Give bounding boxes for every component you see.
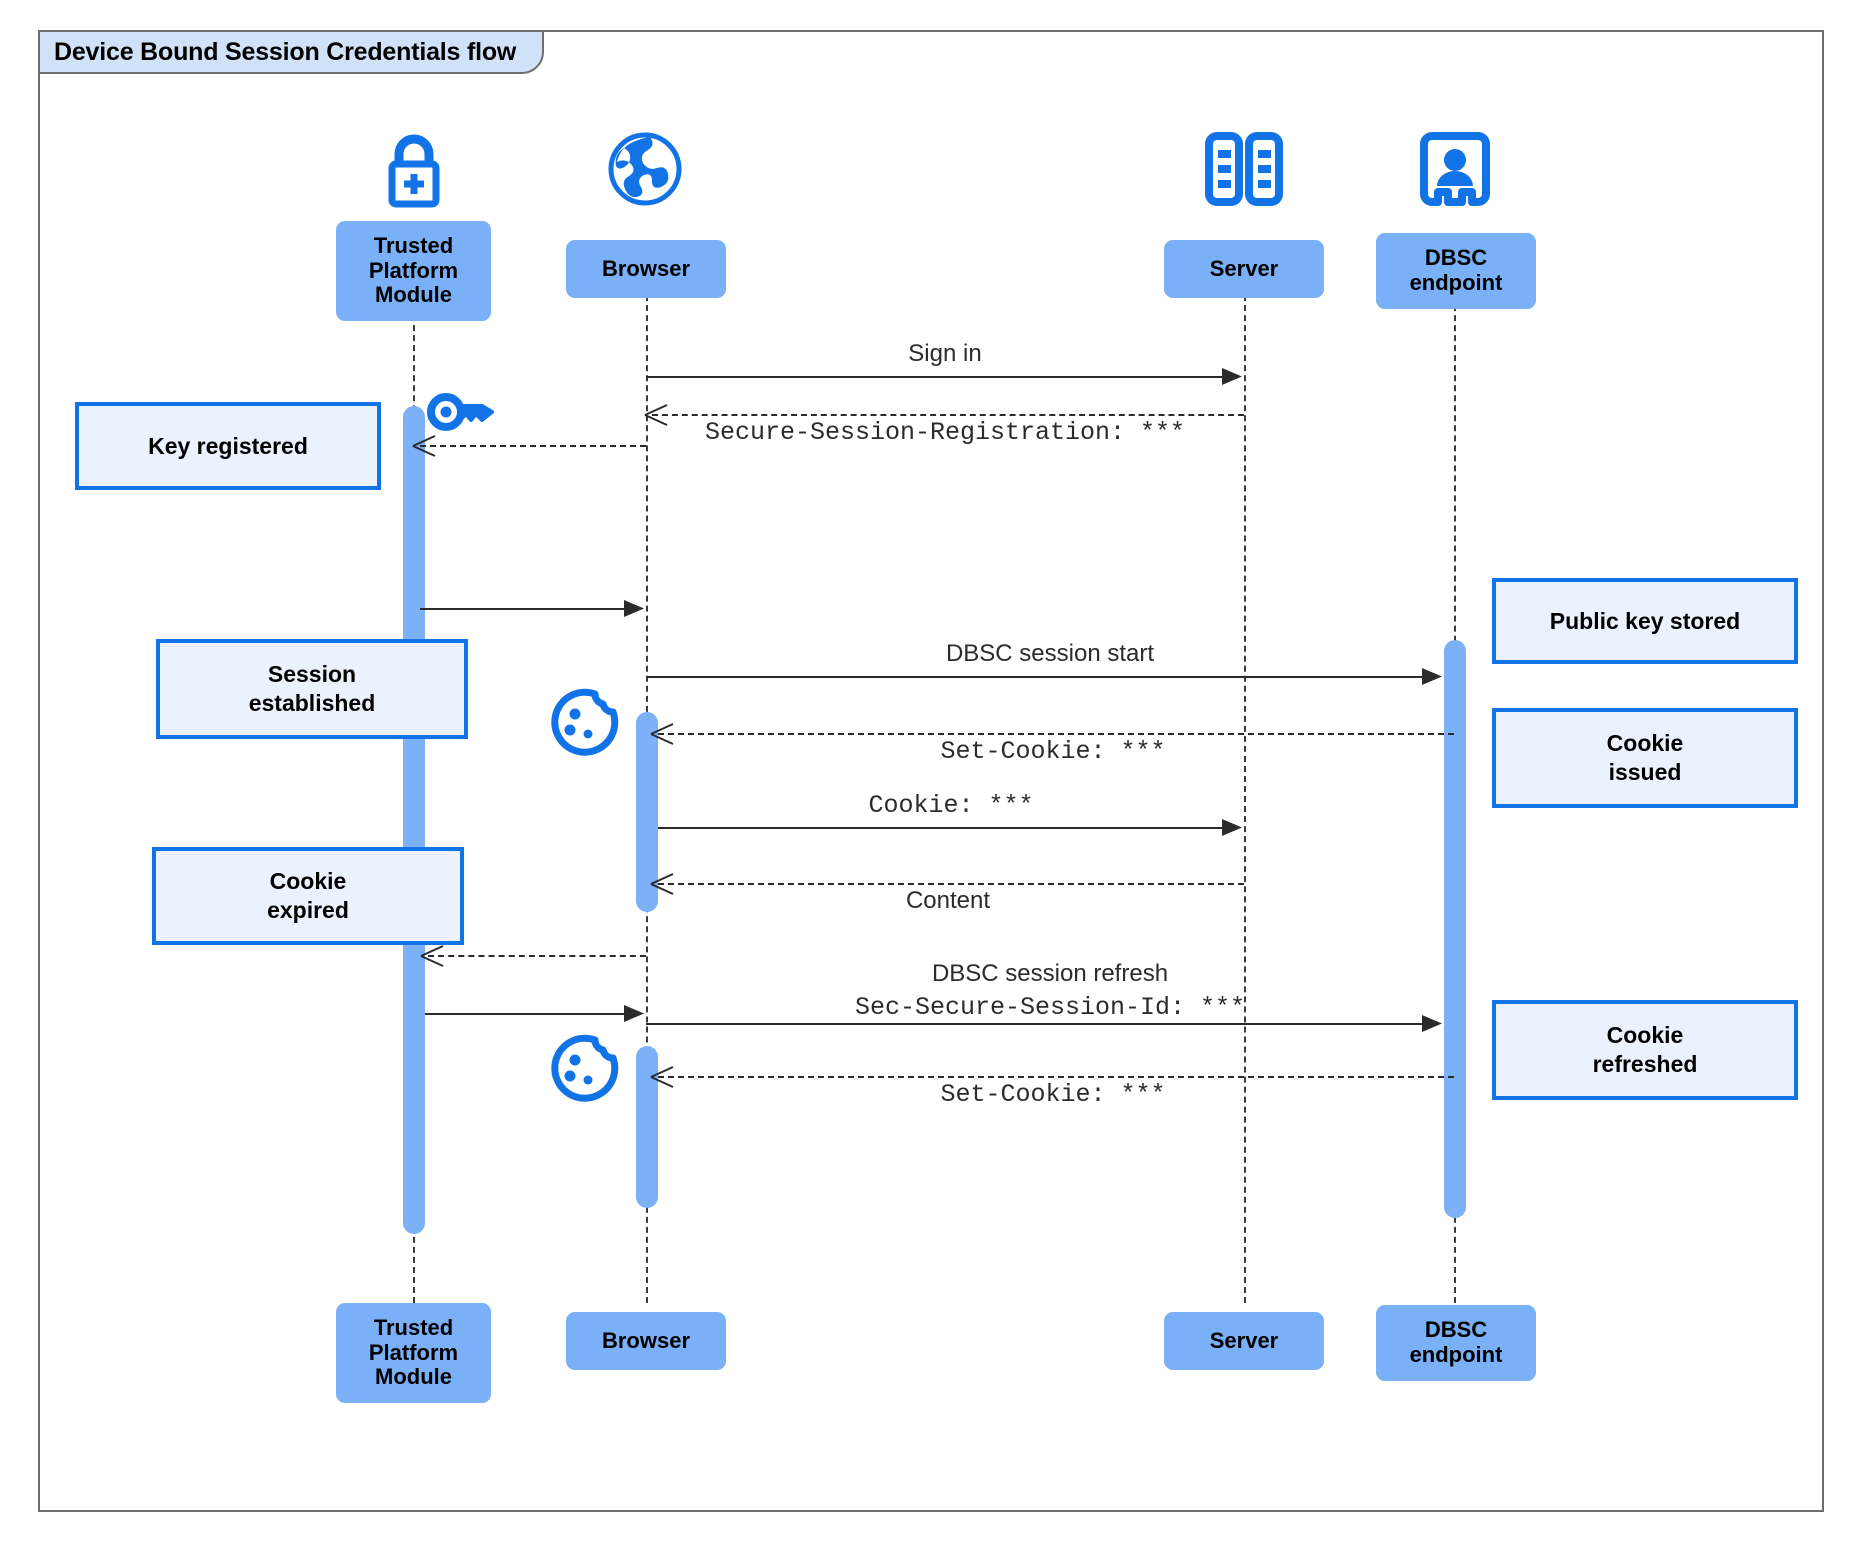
note-cookie-issued: Cookie issued	[1492, 708, 1798, 808]
activation-bar-tpm	[403, 406, 425, 1234]
arrowhead-right-dbsc-session-start	[1420, 666, 1442, 686]
activation-bar-browser-1	[636, 712, 658, 912]
arrowhead-left-content	[650, 873, 674, 895]
message-label-dbsc-session-refresh: DBSC session refresh	[931, 960, 1169, 987]
lifeline-server	[1244, 275, 1246, 1303]
note-public-key-stored: Public key stored	[1492, 578, 1798, 664]
message-line-registration-to-tpm	[420, 445, 646, 447]
arrowhead-left-set-cookie-1	[650, 723, 674, 745]
message-label-content: Content	[905, 887, 991, 914]
cookie-icon	[547, 1034, 619, 1106]
participant-tpm[interactable]: Trusted Platform Module	[336, 221, 491, 321]
message-label-secure-session-registration: Secure-Session-Registration: ***	[704, 418, 1186, 447]
participant-server[interactable]: Server	[1164, 240, 1324, 298]
note-session-established: Session established	[156, 639, 468, 739]
note-cookie-refreshed: Cookie refreshed	[1492, 1000, 1798, 1100]
message-label-set-cookie-2: Set-Cookie: ***	[940, 1080, 1166, 1109]
footer-participant-server[interactable]: Server	[1164, 1312, 1324, 1370]
note-key-registered: Key registered	[75, 402, 381, 490]
cookie-icon	[547, 688, 619, 760]
key-icon	[426, 385, 498, 439]
footer-participant-browser[interactable]: Browser	[566, 1312, 726, 1370]
id-badge-person-icon	[1414, 128, 1496, 210]
arrowhead-right-dbsc-session-refresh	[622, 1003, 644, 1023]
message-line-sec-secure-session-id	[646, 1023, 1432, 1025]
globe-icon	[604, 128, 686, 210]
message-line-set-cookie-2	[658, 1076, 1454, 1078]
arrowhead-left-registration-to-tpm	[412, 435, 436, 457]
arrowhead-left-browser-to-tpm	[420, 945, 444, 967]
message-line-sign-in	[646, 376, 1232, 378]
padlock-plus-icon	[373, 128, 455, 210]
activation-bar-dbsc	[1444, 640, 1466, 1218]
arrowhead-right-cookie	[1220, 817, 1242, 837]
arrowhead-left-set-cookie-2	[650, 1066, 674, 1088]
footer-participant-tpm[interactable]: Trusted Platform Module	[336, 1303, 491, 1403]
message-line-set-cookie-1	[658, 733, 1454, 735]
message-line-key-to-browser	[420, 608, 634, 610]
message-label-dbsc-session-start: DBSC session start	[945, 640, 1155, 667]
activation-bar-browser-2	[636, 1046, 658, 1208]
message-label-cookie: Cookie: ***	[868, 791, 1034, 820]
arrowhead-right-sec-secure-session-id	[1420, 1013, 1442, 1033]
message-line-dbsc-session-refresh	[425, 1013, 634, 1015]
message-line-secure-session-registration	[652, 414, 1244, 416]
message-line-cookie	[658, 827, 1232, 829]
participant-browser[interactable]: Browser	[566, 240, 726, 298]
server-rack-icon	[1201, 128, 1287, 210]
arrowhead-right-key-to-browser	[622, 598, 644, 618]
participant-dbsc[interactable]: DBSC endpoint	[1376, 233, 1536, 309]
message-line-dbsc-session-start	[646, 676, 1432, 678]
frame-label: Device Bound Session Credentials flow	[38, 30, 545, 74]
arrowhead-left-secure-session-registration	[644, 404, 668, 426]
message-label-sign-in: Sign in	[908, 340, 982, 367]
message-line-browser-to-tpm	[428, 955, 646, 957]
message-label-sec-secure-session-id: Sec-Secure-Session-Id: ***	[854, 993, 1246, 1022]
message-label-set-cookie-1: Set-Cookie: ***	[940, 737, 1166, 766]
footer-participant-dbsc[interactable]: DBSC endpoint	[1376, 1305, 1536, 1381]
note-cookie-expired: Cookie expired	[152, 847, 464, 945]
arrowhead-right-sign-in	[1220, 366, 1242, 386]
message-line-content	[658, 883, 1244, 885]
